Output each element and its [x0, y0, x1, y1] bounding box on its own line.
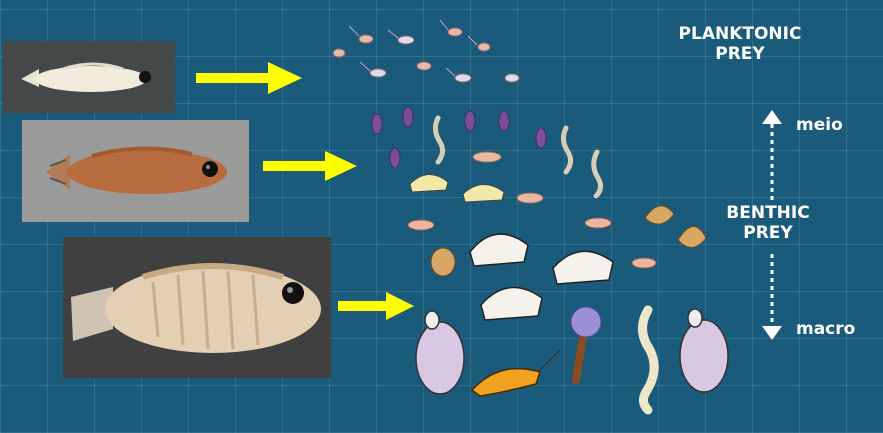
macro-down-arrow — [760, 254, 784, 340]
meio-worms-icon — [435, 118, 600, 196]
tube-worm-icon — [571, 307, 601, 380]
macro-label: macro — [796, 320, 855, 340]
macro-worm-icon — [642, 310, 654, 410]
meio-label: meio — [796, 116, 843, 136]
planktonic-label-line1: PLANKTONIC — [654, 25, 826, 45]
meio-copepods-icon — [372, 107, 546, 168]
benthic-prey-label: BENTHIC PREY — [698, 204, 838, 243]
small-amphipods-icon — [410, 174, 504, 202]
planktonic-prey-label: PLANKTONIC PREY — [654, 25, 826, 64]
planktonic-copepods-icon — [333, 20, 519, 82]
meio-up-arrow — [760, 110, 784, 204]
planktonic-label-line2: PREY — [654, 45, 826, 65]
large-amphipods-icon — [470, 234, 613, 320]
benthic-label-line2: PREY — [698, 224, 838, 244]
macro-shrimp-icon — [472, 350, 560, 396]
benthic-label-line1: BENTHIC — [698, 204, 838, 224]
